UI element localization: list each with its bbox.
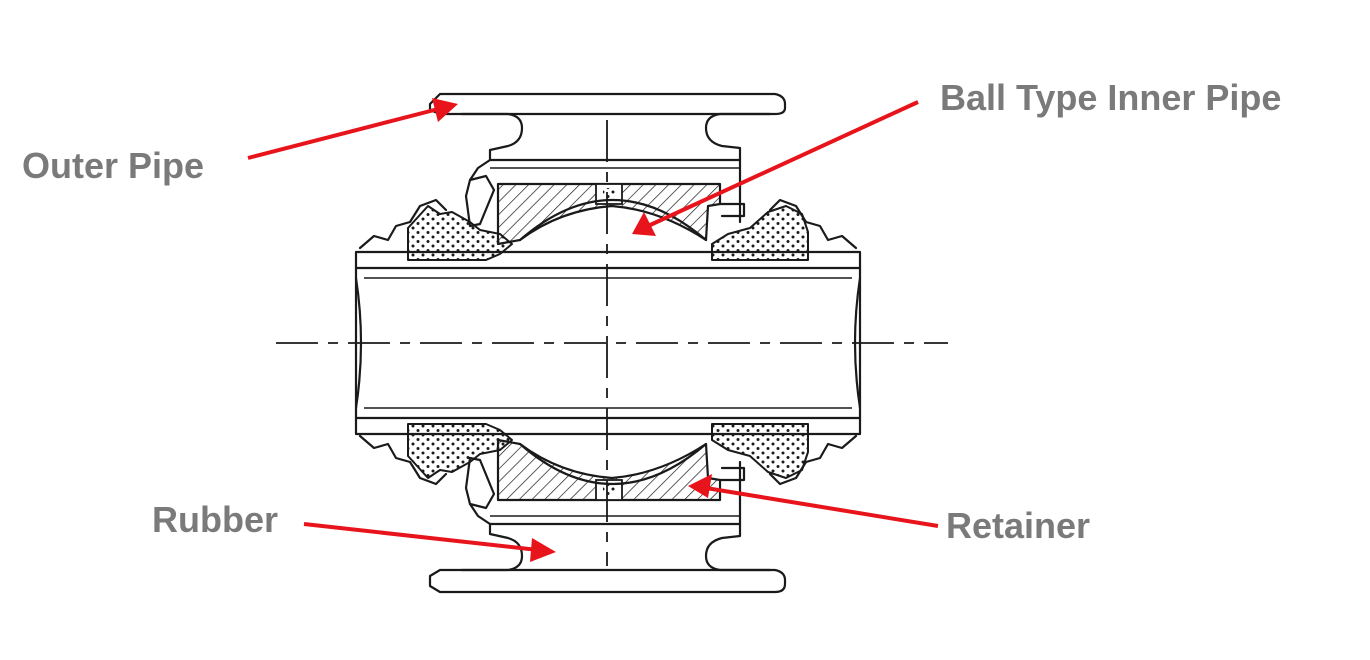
retainer-bottom bbox=[496, 438, 722, 502]
rubber-seal-bottom-left bbox=[407, 423, 513, 479]
label-retainer: Retainer bbox=[946, 505, 1090, 546]
arrow-rubber bbox=[303, 522, 556, 562]
label-ball-type-inner-pipe: Ball Type Inner Pipe bbox=[940, 77, 1281, 118]
center-lines bbox=[276, 120, 948, 566]
rubber-seal-top-right bbox=[711, 205, 809, 261]
label-rubber: Rubber bbox=[152, 499, 278, 540]
rubber-seal-bottom-right bbox=[711, 423, 809, 479]
end-cap-profiles bbox=[358, 198, 858, 486]
outer-pipe-top bbox=[428, 92, 787, 116]
retainer-top bbox=[496, 182, 722, 246]
outer-pipe-bottom bbox=[428, 568, 787, 594]
ball-type-inner-pipe bbox=[464, 174, 746, 510]
rubber-body bbox=[460, 112, 772, 572]
arrow-outer-pipe bbox=[247, 98, 458, 160]
rubber-seal-top-left bbox=[407, 205, 513, 261]
arrow-retainer bbox=[688, 474, 939, 528]
arrow-ball-type-inner-pipe bbox=[632, 100, 919, 236]
label-outer-pipe: Outer Pipe bbox=[22, 145, 204, 186]
